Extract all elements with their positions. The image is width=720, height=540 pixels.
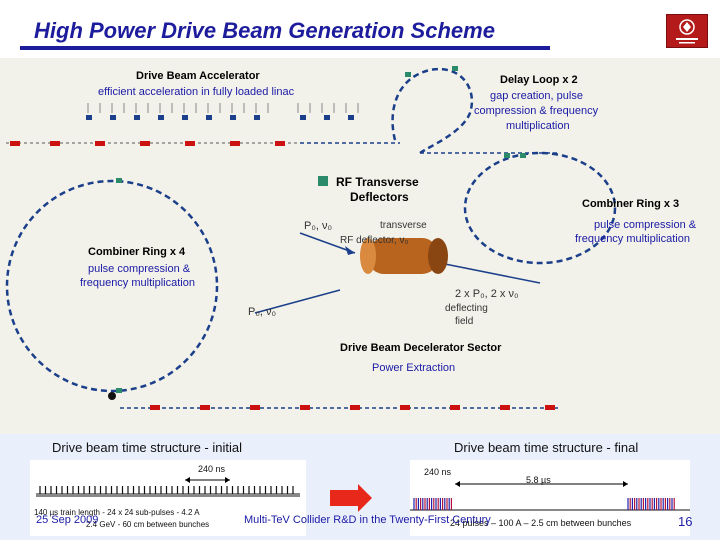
inset-deflecting-2: field <box>455 316 474 327</box>
title-underline <box>20 46 550 50</box>
inset-transverse-1: transverse <box>380 220 427 231</box>
inset-transverse-2: RF deflector, ν₀ <box>340 235 409 246</box>
combiner4-desc-2: frequency multiplication <box>80 277 195 289</box>
page-title: High Power Drive Beam Generation Scheme <box>34 18 495 43</box>
time-structure-graphic <box>30 460 690 536</box>
decelerator-line <box>108 392 560 410</box>
time-structure-panel: Drive beam time structure - initial Driv… <box>0 434 720 540</box>
inset-p0v0-bottom: P₀, ν₀ <box>248 306 277 318</box>
delay-loop-desc-2: compression & frequency <box>474 105 599 117</box>
power-extraction-label: Power Extraction <box>372 362 456 374</box>
combiner-ring-3 <box>463 151 617 265</box>
combiner-ring-4 <box>5 178 219 393</box>
right-arrow-icon <box>330 484 372 512</box>
delay-loop <box>391 66 560 155</box>
final-bunch-group-2 <box>627 498 675 510</box>
accelerator-subtitle: efficient acceleration in fully loaded l… <box>98 86 295 98</box>
decelerator-title: Drive Beam Decelerator Sector <box>340 342 502 354</box>
combiner3-desc-2: frequency multiplication <box>575 233 690 245</box>
university-seal-icon <box>676 19 698 44</box>
initial-structure-title: Drive beam time structure - initial <box>52 440 242 455</box>
inset-2xp0: 2 x P₀, 2 x ν₀ <box>455 288 519 300</box>
delay-loop-desc-3: multiplication <box>506 120 570 132</box>
initial-bracket-label: 240 ns <box>198 464 226 474</box>
rf-deflectors-label-1: RF Transverse <box>336 175 419 189</box>
inset-p0v0-top: P₀, ν₀ <box>304 220 333 232</box>
combiner3-desc-1: pulse compression & <box>594 219 697 231</box>
rf-deflector-swatch <box>318 176 328 186</box>
final-bracket-label-2: 5.8 µs <box>526 475 551 485</box>
initial-bunch-train <box>39 486 294 494</box>
beam-layout-graphic <box>5 66 617 410</box>
final-desc: 24 pulses – 100 A – 2.5 cm between bunch… <box>450 518 632 528</box>
linac-line <box>6 103 400 146</box>
university-logo <box>666 14 708 48</box>
final-bracket-label-1: 240 ns <box>424 467 452 477</box>
delay-loop-title: Delay Loop x 2 <box>500 74 578 86</box>
drive-beam-diagram: Drive Beam Accelerator efficient acceler… <box>0 58 720 434</box>
combiner4-desc-1: pulse compression & <box>88 263 191 275</box>
final-bunch-group-1 <box>413 498 452 510</box>
rf-deflectors-label-2: Deflectors <box>350 190 409 204</box>
initial-desc-2: 2.4 GeV - 60 cm between bunches <box>86 520 210 529</box>
final-structure-title: Drive beam time structure - final <box>454 440 639 455</box>
combiner3-title: Combiner Ring x 3 <box>582 198 680 210</box>
initial-plot-area <box>30 460 306 536</box>
combiner4-title: Combiner Ring x 4 <box>88 246 186 258</box>
initial-desc-1: 140 µs train length - 24 x 24 sub-pulses… <box>34 508 200 517</box>
inset-deflecting-1: deflecting <box>445 303 488 314</box>
deflector-inset <box>254 232 541 314</box>
header: High Power Drive Beam Generation Scheme <box>0 0 720 58</box>
delay-loop-desc-1: gap creation, pulse <box>490 90 583 102</box>
accelerator-title: Drive Beam Accelerator <box>136 70 260 82</box>
